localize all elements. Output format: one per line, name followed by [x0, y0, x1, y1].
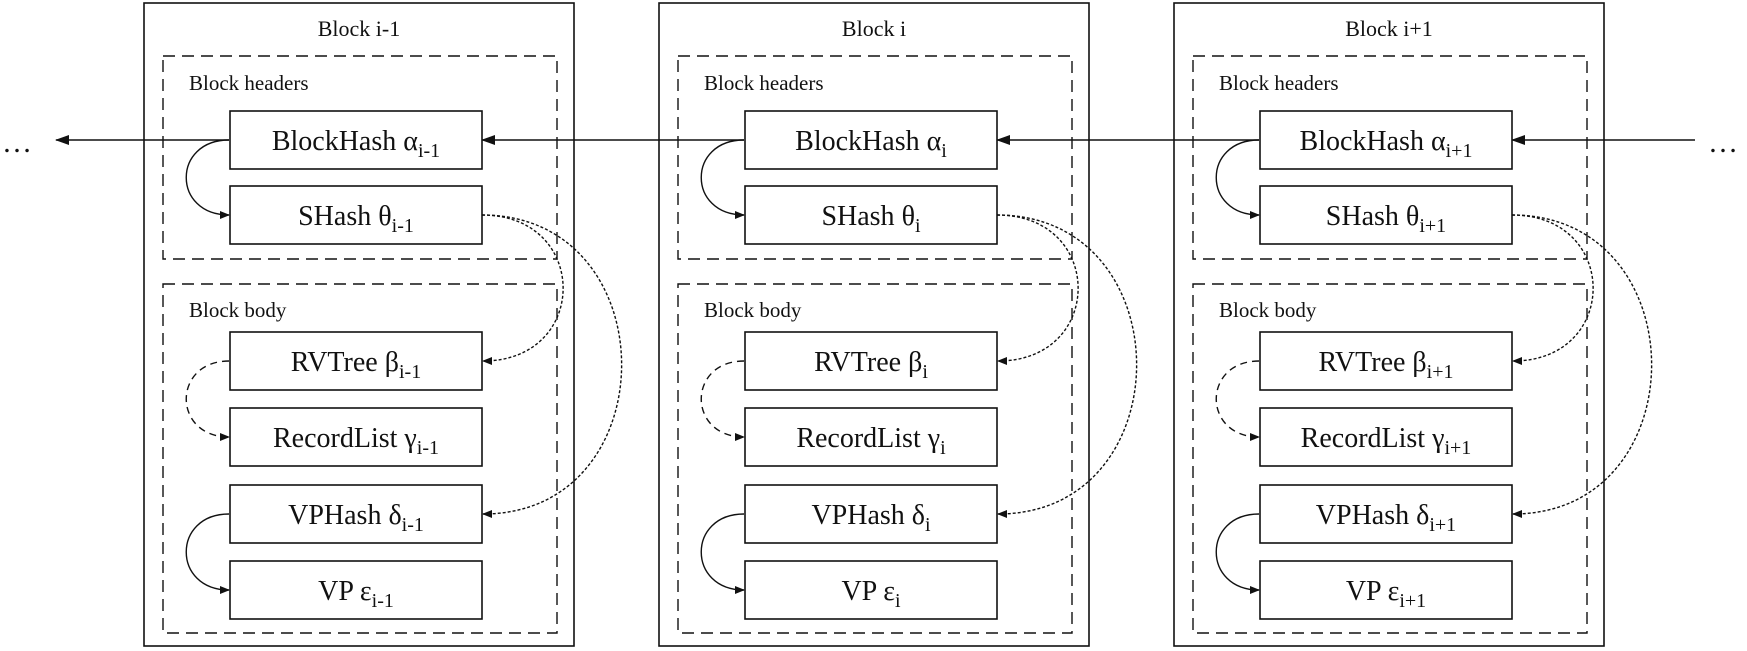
- recordlist-field: [1259, 407, 1513, 467]
- blockhash-label: BlockHash αi: [795, 126, 947, 162]
- rvtree-label: RVTree βi-1: [291, 347, 421, 383]
- blockhash-field: [1259, 110, 1513, 170]
- recordlist-label: RecordList γi-1: [273, 423, 439, 459]
- blockhash-to-shash-arrow: [1215, 139, 1260, 219]
- recordlist-label: RecordList γi+1: [1301, 423, 1472, 459]
- shash-to-rvtree-arrow: [1511, 214, 1594, 365]
- rvtree-field: [1259, 331, 1513, 391]
- shash-label: SHash θi: [821, 201, 921, 237]
- vp-to-vphash-arrow: [700, 513, 745, 594]
- block-headers-section: [162, 55, 558, 260]
- block-headers-section: [677, 55, 1073, 260]
- shash-field: [1259, 185, 1513, 245]
- vphash-label: VPHash δi: [811, 500, 931, 536]
- vphash-field: [1259, 484, 1513, 544]
- recordlist-field: [744, 407, 998, 467]
- rvtree-to-recordlist-arrow: [1215, 360, 1260, 441]
- block-title: Block i: [842, 16, 906, 41]
- block-i: Block i Block headers Block body BlockHa…: [658, 2, 1138, 647]
- vp-field: [229, 560, 483, 620]
- ellipsis-left: …: [2, 126, 32, 159]
- block-body-section: [162, 283, 558, 634]
- blockhash-label: BlockHash αi+1: [1300, 126, 1473, 162]
- vphash-field: [744, 484, 998, 544]
- block-body-label: Block body: [704, 298, 802, 322]
- shash-to-rvtree-arrow: [996, 214, 1079, 365]
- blockhash-field: [229, 110, 483, 170]
- vp-label: VP εi: [841, 576, 901, 612]
- rvtree-field: [229, 331, 483, 391]
- blockhash-to-shash-arrow: [185, 139, 230, 219]
- block-frame: [1173, 2, 1605, 647]
- rvtree-label: RVTree βi+1: [1318, 347, 1453, 383]
- blockhash-field: [744, 110, 998, 170]
- recordlist-field: [229, 407, 483, 467]
- block-headers-label: Block headers: [704, 71, 824, 95]
- block-body-label: Block body: [189, 298, 287, 322]
- block-body-section: [677, 283, 1073, 634]
- shash-label: SHash θi-1: [298, 201, 414, 237]
- block-frame: [143, 2, 575, 647]
- shash-to-vphash-arrow: [481, 214, 623, 518]
- rvtree-field: [744, 331, 998, 391]
- block-i-1: Block i-1 Block headers Block body Block…: [143, 2, 623, 647]
- rvtree-to-recordlist-arrow: [700, 360, 745, 441]
- block-title: Block i+1: [1345, 16, 1433, 41]
- block-frame: [658, 2, 1090, 647]
- ellipsis-right: …: [1708, 126, 1738, 159]
- shash-to-vphash-arrow: [1511, 214, 1653, 518]
- vphash-label: VPHash δi+1: [1316, 500, 1456, 536]
- block-body-label: Block body: [1219, 298, 1317, 322]
- shash-label: SHash θi+1: [1326, 201, 1446, 237]
- vp-label: VP εi+1: [1346, 576, 1426, 612]
- shash-field: [744, 185, 998, 245]
- shash-to-rvtree-arrow: [481, 214, 564, 365]
- block-body-section: [1192, 283, 1588, 634]
- rvtree-to-recordlist-arrow: [185, 360, 230, 441]
- shash-to-vphash-arrow: [996, 214, 1138, 518]
- vp-to-vphash-arrow: [1215, 513, 1260, 594]
- block-headers-section: [1192, 55, 1588, 260]
- vphash-label: VPHash δi-1: [288, 500, 424, 536]
- block-i+1: Block i+1 Block headers Block body Block…: [1173, 2, 1653, 647]
- recordlist-label: RecordList γi: [796, 423, 946, 459]
- vp-to-vphash-arrow: [185, 513, 230, 594]
- block-title: Block i-1: [318, 16, 401, 41]
- vphash-field: [229, 484, 483, 544]
- vp-label: VP εi-1: [318, 576, 394, 612]
- blockhash-to-shash-arrow: [700, 139, 745, 219]
- vp-field: [744, 560, 998, 620]
- rvtree-label: RVTree βi: [814, 347, 928, 383]
- block-headers-label: Block headers: [189, 71, 309, 95]
- blockhash-label: BlockHash αi-1: [272, 126, 440, 162]
- block-headers-label: Block headers: [1219, 71, 1339, 95]
- vp-field: [1259, 560, 1513, 620]
